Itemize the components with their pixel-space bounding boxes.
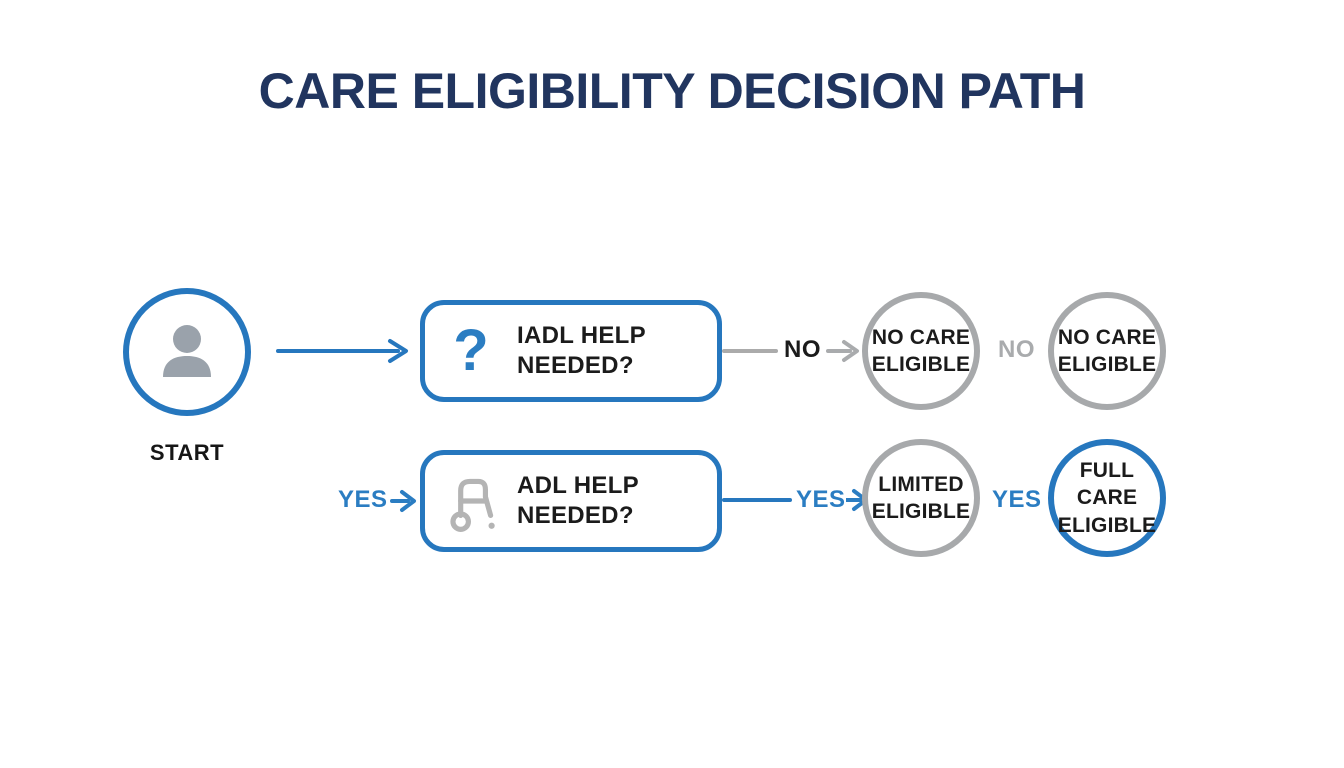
outcome-no-care-1: NO CARE ELIGIBLE [862,292,980,410]
walker-icon [425,468,517,534]
edge-label-yes-mid: YES [796,486,846,513]
iadl-question-text: IADL HELP NEEDED? [517,322,646,379]
outcome-no-care-2: NO CARE ELIGIBLE [1048,292,1166,410]
iadl-question-box: ? IADL HELP NEEDED? [420,300,722,402]
adl-question-box: ADL HELP NEEDED? [420,450,722,552]
edge-label-no-1: NO [784,336,821,363]
arrow-no-to-outcome [826,340,859,362]
iadl-no-connector [722,349,778,353]
edge-label-yes-right: YES [992,486,1042,513]
outcome-limited-eligible: LIMITED ELIGIBLE [862,439,980,557]
start-label: START [149,440,225,465]
question-mark-icon: ? [453,318,489,383]
arrow-yes-to-adl [390,490,416,512]
page-title: CARE ELIGIBILITY DECISION PATH [258,63,1086,119]
adl-question-text: ADL HELP NEEDED? [517,472,639,529]
adl-yes-connector [722,498,792,502]
arrow-start-to-iadl [276,339,408,363]
outcome-full-care-eligible: FULL CARE ELIGIBLE [1048,439,1166,557]
start-node [123,288,251,416]
person-icon [163,325,211,377]
edge-label-yes-left: YES [338,486,388,513]
edge-label-no-2: NO [998,336,1035,363]
